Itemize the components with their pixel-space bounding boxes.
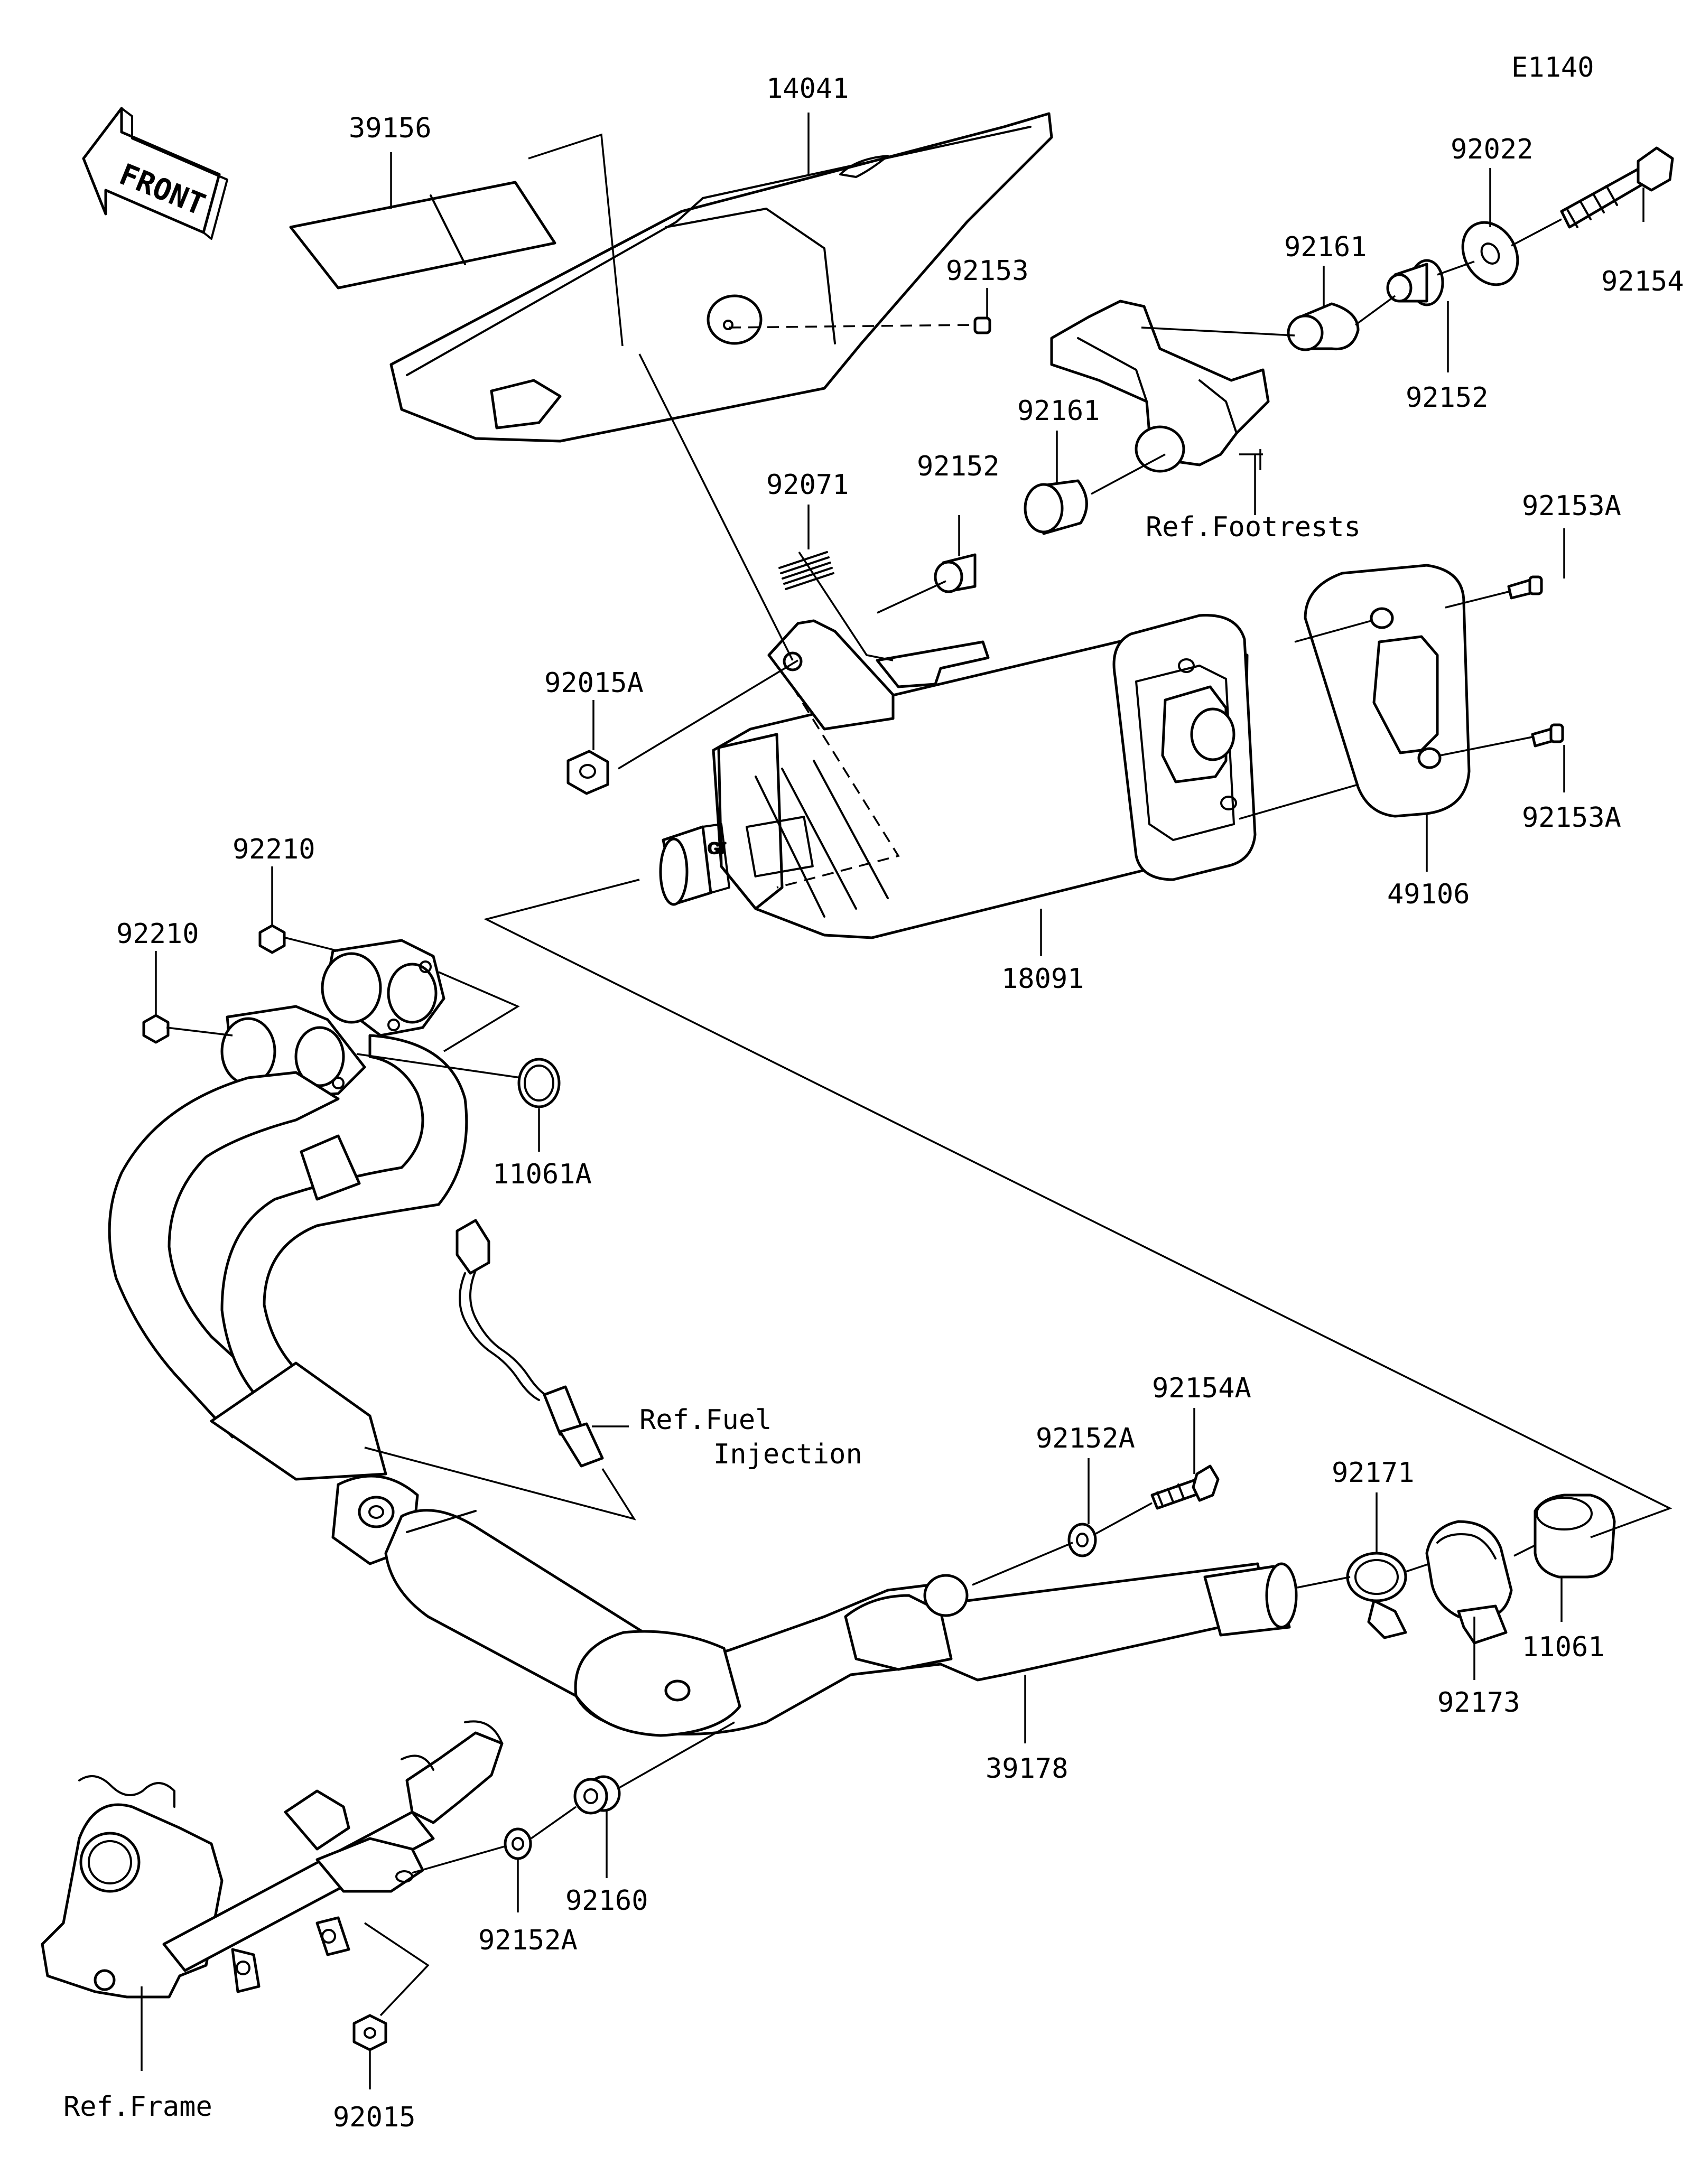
- label-ref-frame: Ref.Frame: [63, 2091, 212, 2123]
- sticker-39156: [289, 181, 556, 290]
- washer-92022: [1461, 221, 1519, 286]
- collar-92152A-mid: [1067, 1523, 1097, 1557]
- label-ref-fuel: Ref.Fuel: [639, 1404, 772, 1436]
- label-92071: 92071: [766, 469, 849, 501]
- clamp-92171: [1346, 1552, 1407, 1639]
- nut-92015: [352, 2014, 387, 2051]
- label-92152A-mid: 92152A: [1036, 1423, 1135, 1454]
- end-cap-49106: [1304, 564, 1471, 818]
- label-92153: 92153: [946, 255, 1029, 287]
- exhaust-pipe-39178: [384, 1509, 1298, 1737]
- label-92022: 92022: [1451, 134, 1534, 165]
- bushing-92161-top: [1287, 302, 1360, 351]
- bolt-92154A: [1150, 1464, 1220, 1510]
- collar-92152-top: [1386, 259, 1444, 306]
- nut-92210-top: [258, 924, 286, 954]
- gasket-11061A: [517, 1058, 561, 1108]
- label-92171: 92171: [1332, 1457, 1415, 1489]
- footrest-bracket: [1050, 300, 1270, 473]
- label-92152A-bot: 92152A: [478, 1925, 578, 1956]
- label-92153A-bot: 92153A: [1522, 802, 1621, 834]
- label-11061: 11061: [1522, 1631, 1605, 1663]
- label-92152-top: 92152: [1406, 382, 1489, 414]
- gasket-11061: [1534, 1494, 1616, 1579]
- label-92161-mid: 92161: [1017, 395, 1100, 427]
- screw-92153: [973, 316, 991, 334]
- label-39156: 39156: [349, 113, 432, 144]
- frame-bracket: [41, 1720, 504, 1999]
- svg-text:GJ: GJ: [708, 839, 726, 857]
- label-92153A-top: 92153A: [1522, 490, 1621, 522]
- label-ref-injection: Injection: [713, 1439, 862, 1470]
- clamp-92173: [1425, 1520, 1513, 1645]
- label-ref-footrests: Ref.Footrests: [1146, 511, 1361, 543]
- collar-92152-mid: [934, 553, 977, 593]
- bolt-92154: [1560, 146, 1674, 229]
- label-92161-top: 92161: [1284, 231, 1367, 263]
- screw-92153A-bot: [1531, 723, 1564, 748]
- label-39178: 39178: [986, 1753, 1069, 1785]
- nut-92210-left: [142, 1014, 170, 1044]
- label-49106: 49106: [1387, 879, 1470, 910]
- muffler-18091: GJ: [659, 614, 1257, 939]
- header-flange-upper: [321, 939, 445, 1037]
- part-labels: 39156 14041 92022 92153 92161 92154 9215…: [63, 73, 1684, 2133]
- exhaust-header-pipes: [108, 1034, 468, 1565]
- collar-92152A-bot: [504, 1827, 532, 1860]
- label-92154: 92154: [1601, 266, 1684, 297]
- label-92160: 92160: [565, 1885, 648, 1917]
- diagram-id: E1140: [1511, 52, 1594, 83]
- label-92210-top: 92210: [233, 834, 315, 865]
- front-arrow-icon: FRONT: [82, 107, 228, 240]
- side-cover-14041: [389, 112, 1053, 443]
- label-92210-left: 92210: [116, 918, 199, 950]
- label-18091: 18091: [1001, 963, 1084, 995]
- spring-92071: [778, 551, 834, 590]
- label-14041: 14041: [766, 73, 849, 105]
- label-92154A: 92154A: [1152, 1373, 1251, 1404]
- screw-92153A-top: [1507, 575, 1543, 600]
- bushing-92161-mid: [1024, 479, 1088, 535]
- header-flange-lower: [220, 1005, 366, 1098]
- grommet-92160: [573, 1775, 621, 1815]
- nut-92015A: [566, 750, 609, 795]
- label-92173: 92173: [1437, 1687, 1520, 1719]
- label-92015: 92015: [333, 2102, 416, 2133]
- label-11061A: 11061A: [493, 1159, 592, 1190]
- leader-lines: [141, 113, 1673, 2089]
- o2-sensor: [456, 1219, 604, 1468]
- label-92152-mid: 92152: [917, 451, 1000, 482]
- label-92015A: 92015A: [544, 667, 644, 699]
